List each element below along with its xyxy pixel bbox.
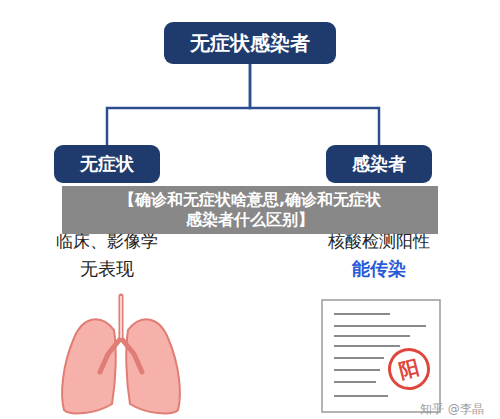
label-text: 能传染 [352, 258, 406, 279]
finding-label: 无表现 [80, 257, 134, 281]
root-box: 无症状感染者 [164, 22, 336, 64]
report-sheet [322, 300, 440, 412]
node-text: 无症状感染者 [190, 30, 310, 57]
tree-connector [250, 64, 379, 145]
label-text: 无表现 [80, 258, 134, 279]
title-text: 【确诊和无症状啥意思,确诊和无症状 感染者什么区别】 [119, 190, 381, 229]
node-text: 阳 [396, 353, 422, 384]
node-text: 无症状 [80, 152, 134, 176]
lungs-illustration [62, 296, 180, 413]
watermark: 知乎 @李晶 [420, 398, 484, 418]
title-banner: 【确诊和无症状啥意思,确诊和无症状 感染者什么区别】 [62, 186, 438, 234]
trachea-inner [120, 296, 122, 338]
left-lung [62, 319, 116, 413]
finding-label: 能传染 [352, 257, 406, 281]
category-box: 无症状 [54, 145, 160, 183]
trachea [100, 296, 142, 372]
test-report-illustration [322, 300, 440, 412]
tree-connector [107, 64, 250, 145]
right-lung [126, 319, 180, 413]
category-box: 感染者 [326, 145, 432, 183]
node-text: 感染者 [352, 152, 406, 176]
label-text: 知乎 @李晶 [420, 402, 484, 416]
label-text: 临床、影像学 [56, 231, 158, 251]
label-text: 核酸检测阳性 [328, 231, 430, 251]
